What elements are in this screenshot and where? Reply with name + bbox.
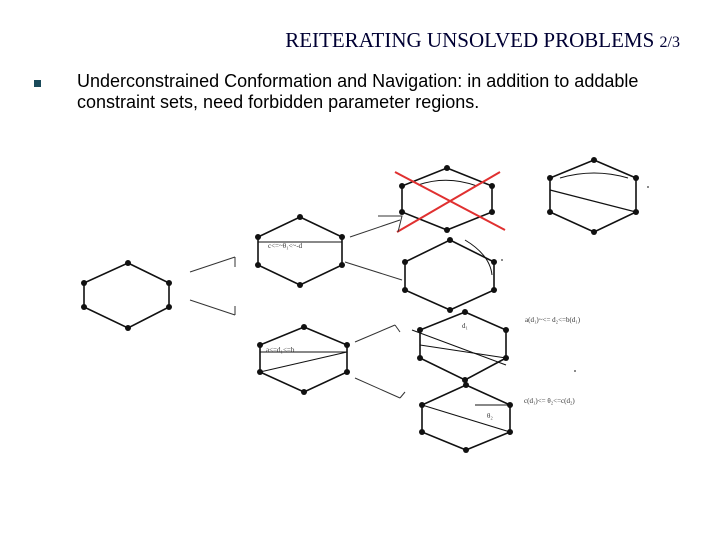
label-angle-constraint: c<=~θ₁<~-d <box>268 242 303 250</box>
bullet-square-icon <box>34 80 41 87</box>
page-indicator: 2/3 <box>659 34 680 51</box>
hexagon-vertices <box>81 157 639 453</box>
hexagon-base <box>83 262 170 329</box>
hexagon-middle <box>404 239 495 311</box>
bullet-text: Underconstrained Conformation and Naviga… <box>77 71 639 112</box>
connector-lines <box>189 215 406 399</box>
hexagon-d1 <box>411 311 507 381</box>
hexagon-theta2 <box>421 384 511 451</box>
title-text: REITERATING UNSOLVED PROBLEMS <box>285 28 655 52</box>
slide-title: REITERATING UNSOLVED PROBLEMS 2/3 <box>0 28 680 53</box>
label-d1-range: a<=d₁<=b <box>266 346 295 354</box>
label-d1: d₁ <box>462 322 468 330</box>
label-d2-range: a(d₁)~<= d₂<=b(d₁) <box>525 316 581 324</box>
hexagon-distance-constraint <box>259 326 348 393</box>
label-theta2: θ₂ <box>487 412 493 420</box>
hexagon-top-right <box>549 159 637 233</box>
hexagon-angle-constraint <box>257 216 343 286</box>
forbidden-cross-icon <box>394 171 506 233</box>
label-theta-range: c(d₁)<= θ₂<=c(d₂) <box>524 397 575 405</box>
